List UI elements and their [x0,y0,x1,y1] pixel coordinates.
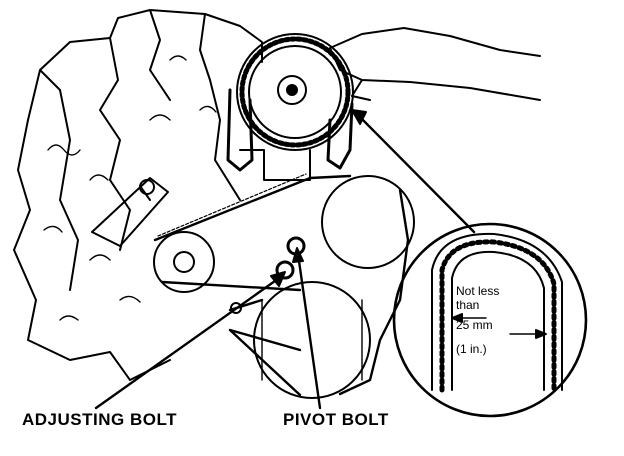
adjusting-bolt [275,260,295,280]
detail-text-line-1: Not less [456,284,500,298]
adjusting-bolt-label: ADJUSTING BOLT [22,410,177,429]
cam-pulley-teeth [239,36,351,148]
engine-block [13,9,263,381]
cam-pulley-hub [277,75,307,105]
detail-text-line-4: (1 in.) [456,342,487,356]
alternator [253,281,371,399]
detail-arrow [353,110,476,234]
magnified-belt [431,232,563,391]
pivot-bolt-leader [296,252,322,410]
magnifier-circle [392,222,588,418]
cam-pulley [236,33,354,151]
detail-text-line-2: than [456,298,480,312]
cam-pulley-inner [248,45,342,139]
timing-belt [226,88,354,172]
adjusting-bolt-leader [94,274,284,410]
upper-pulley [321,175,415,269]
drive-belt [153,174,410,397]
pivot-bolt-label: PIVOT BOLT [283,410,389,429]
detail-text-line-3: 25 mm [456,318,493,332]
detail-arrowhead [351,109,367,125]
engine-texture [43,55,217,321]
idler-pulley [153,231,215,293]
hand [329,27,541,101]
